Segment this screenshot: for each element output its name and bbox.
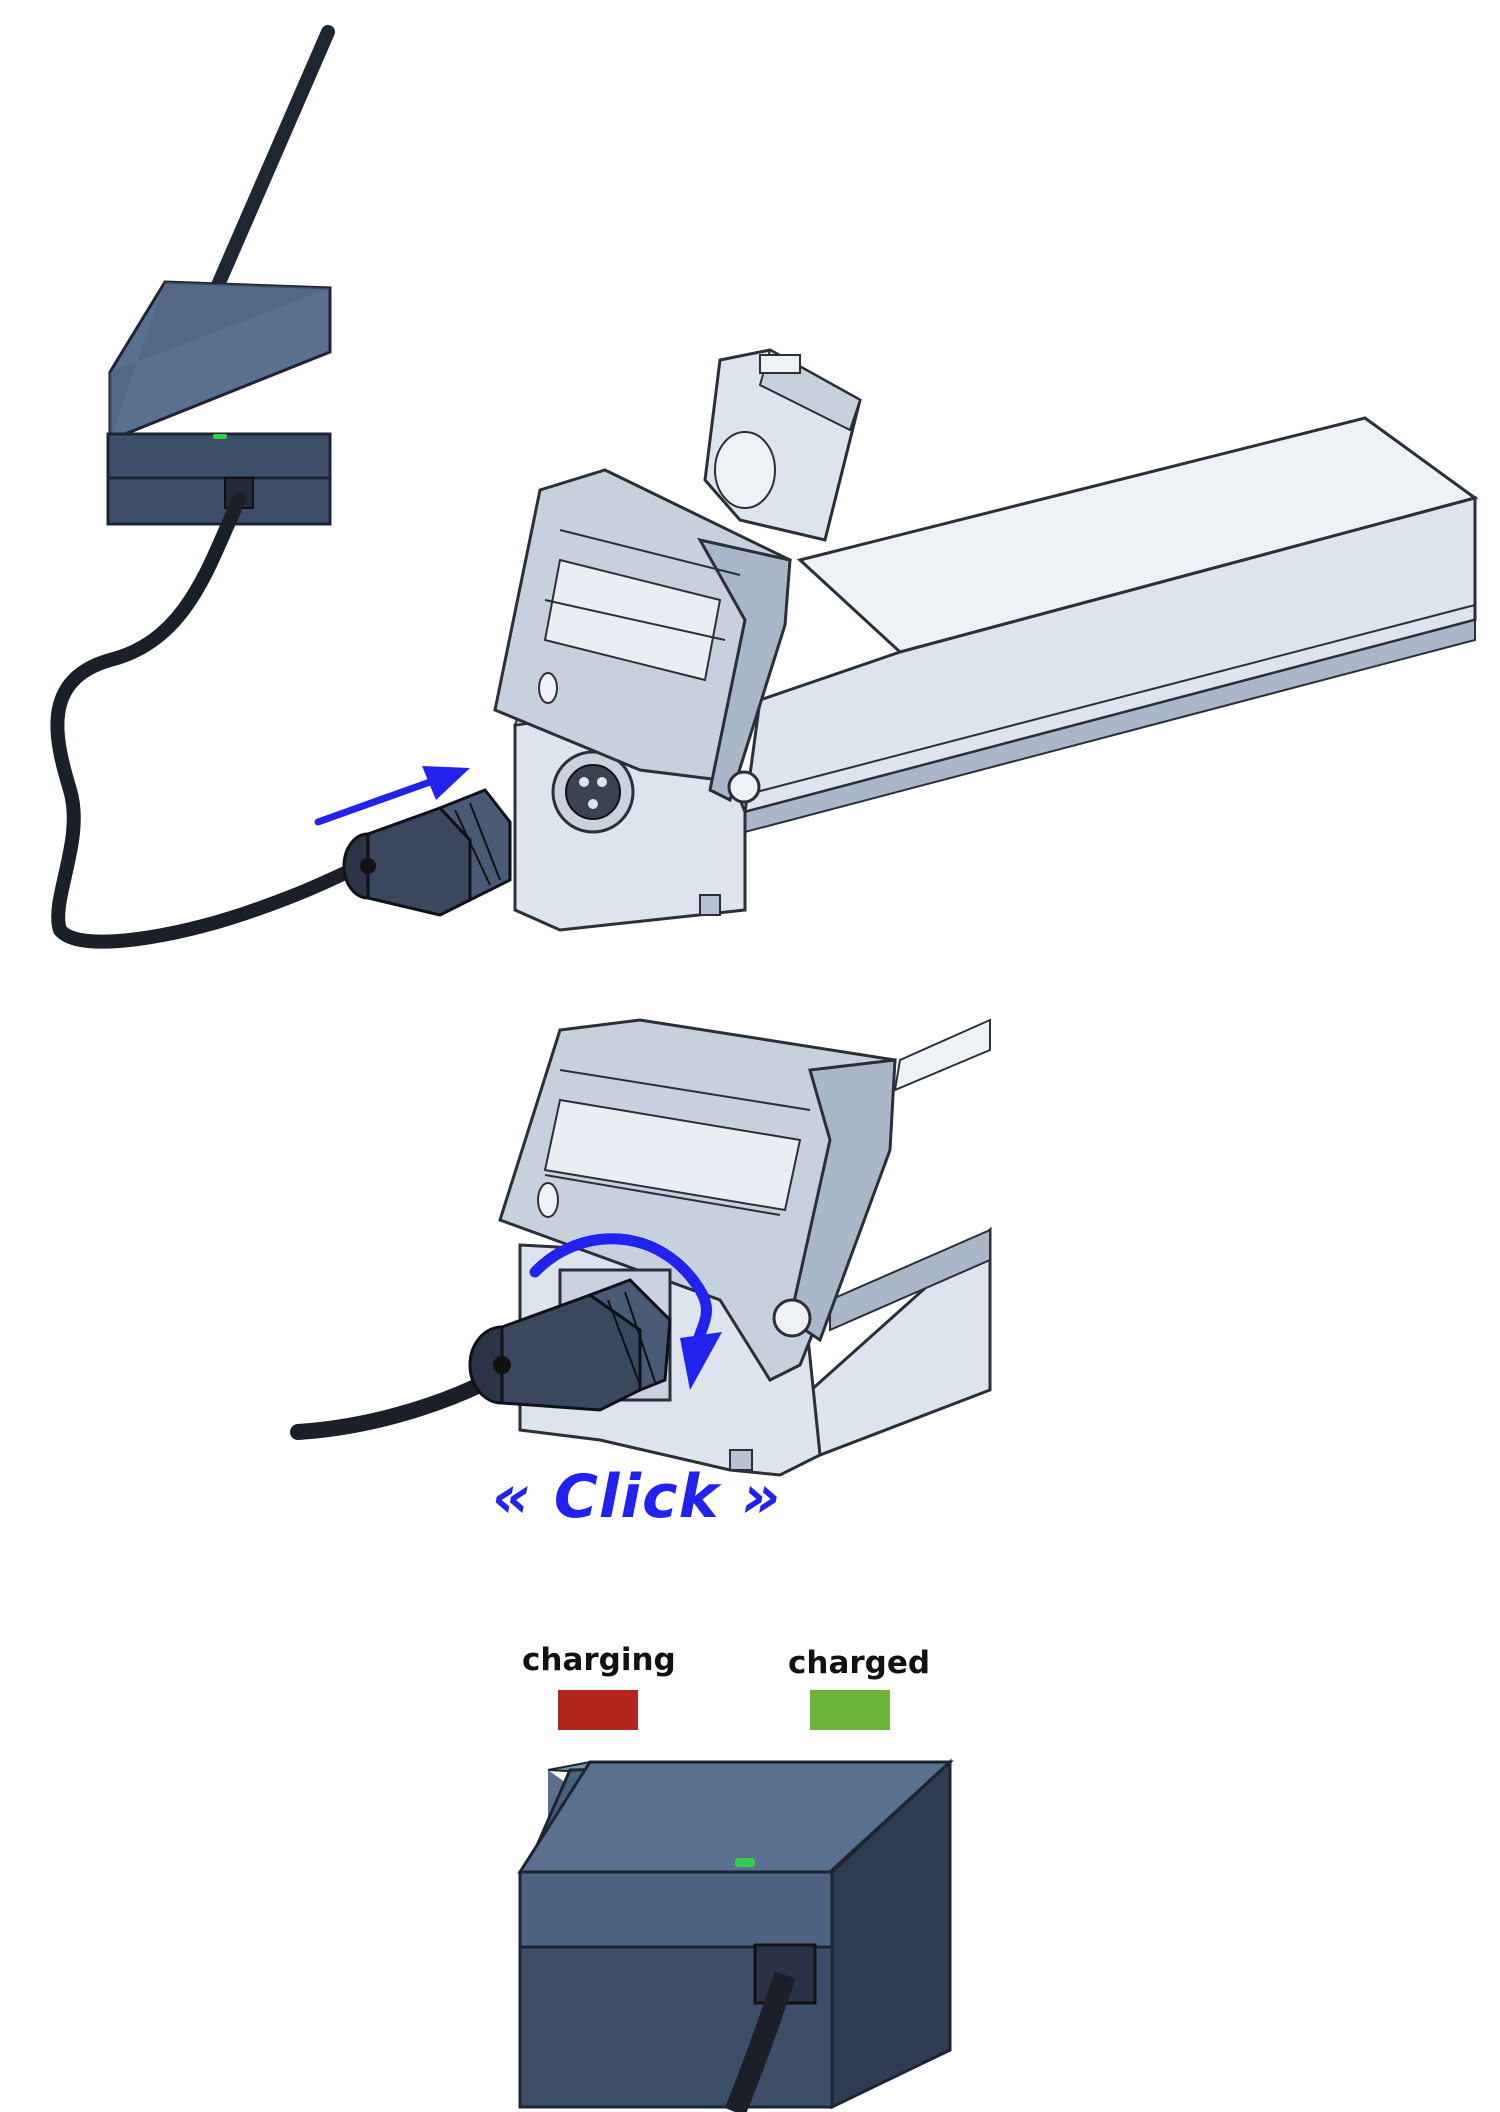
dc-plug bbox=[342, 788, 512, 917]
dc-cable-front bbox=[724, 1971, 796, 2112]
step2-group bbox=[290, 1018, 992, 1477]
charger-front bbox=[517, 1758, 954, 2112]
click-annotation: « Click » bbox=[492, 1462, 782, 1532]
charger-led-top bbox=[213, 434, 227, 439]
legend-swatch-charging bbox=[558, 1690, 638, 1730]
legend-label-charged: charged bbox=[788, 1645, 931, 1681]
legend-swatch-charged bbox=[810, 1690, 890, 1730]
dc-plug-inserted bbox=[468, 1278, 672, 1412]
step1-group bbox=[50, 25, 1479, 949]
dc-cable bbox=[50, 491, 367, 949]
battery-step1 bbox=[493, 348, 1479, 932]
charger-top bbox=[106, 280, 332, 526]
push-arrow bbox=[314, 766, 470, 826]
mains-cord bbox=[211, 25, 335, 292]
legend-label-charging: charging bbox=[522, 1642, 676, 1678]
charger-led-front bbox=[735, 1858, 755, 1867]
rotate-arrow bbox=[529, 1233, 722, 1390]
dc-cable-closeup bbox=[290, 1372, 498, 1440]
